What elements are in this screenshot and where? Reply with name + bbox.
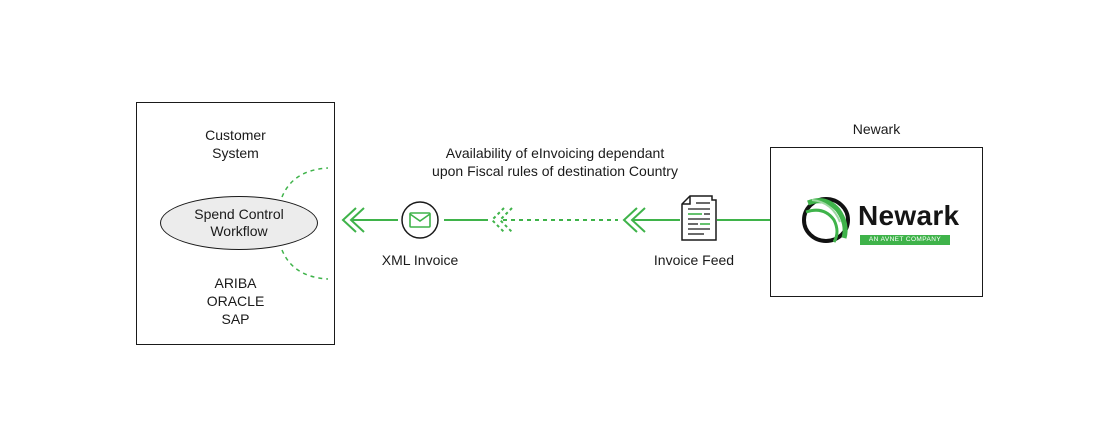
document-icon	[681, 195, 717, 241]
erp-systems-list: ARIBA ORACLE SAP	[136, 274, 335, 328]
spend-control-workflow: Spend Control Workflow	[160, 196, 318, 250]
newark-swirl-icon	[802, 197, 850, 243]
system-sap: SAP	[221, 311, 250, 327]
xml-invoice-label: XML Invoice	[381, 252, 459, 268]
system-ariba: ARIBA	[214, 275, 257, 291]
system-oracle: ORACLE	[206, 293, 265, 309]
newark-logo-wordmark: Newark	[858, 200, 960, 231]
newark-heading: Newark	[852, 121, 901, 137]
customer-title-line-1: Customer	[205, 127, 266, 143]
workflow-line-1: Spend Control	[194, 206, 284, 222]
note-line-2: upon Fiscal rules of destination Country	[432, 163, 678, 179]
newark-logo-tagline: AN AVNET COMPANY	[860, 235, 950, 245]
invoice-feed-label: Invoice Feed	[653, 252, 735, 268]
envelope-icon	[401, 201, 439, 239]
customer-title: Customer System	[136, 126, 335, 162]
workflow-line-2: Workflow	[210, 223, 268, 239]
lower-dashed-arc	[281, 249, 329, 280]
customer-title-line-2: System	[212, 145, 259, 161]
upper-dashed-arc	[281, 167, 329, 198]
note-line-1: Availability of eInvoicing dependant	[445, 145, 665, 161]
einvoicing-note: Availability of eInvoicing dependant upo…	[380, 144, 730, 180]
chevron-arrow-icon	[490, 207, 513, 233]
